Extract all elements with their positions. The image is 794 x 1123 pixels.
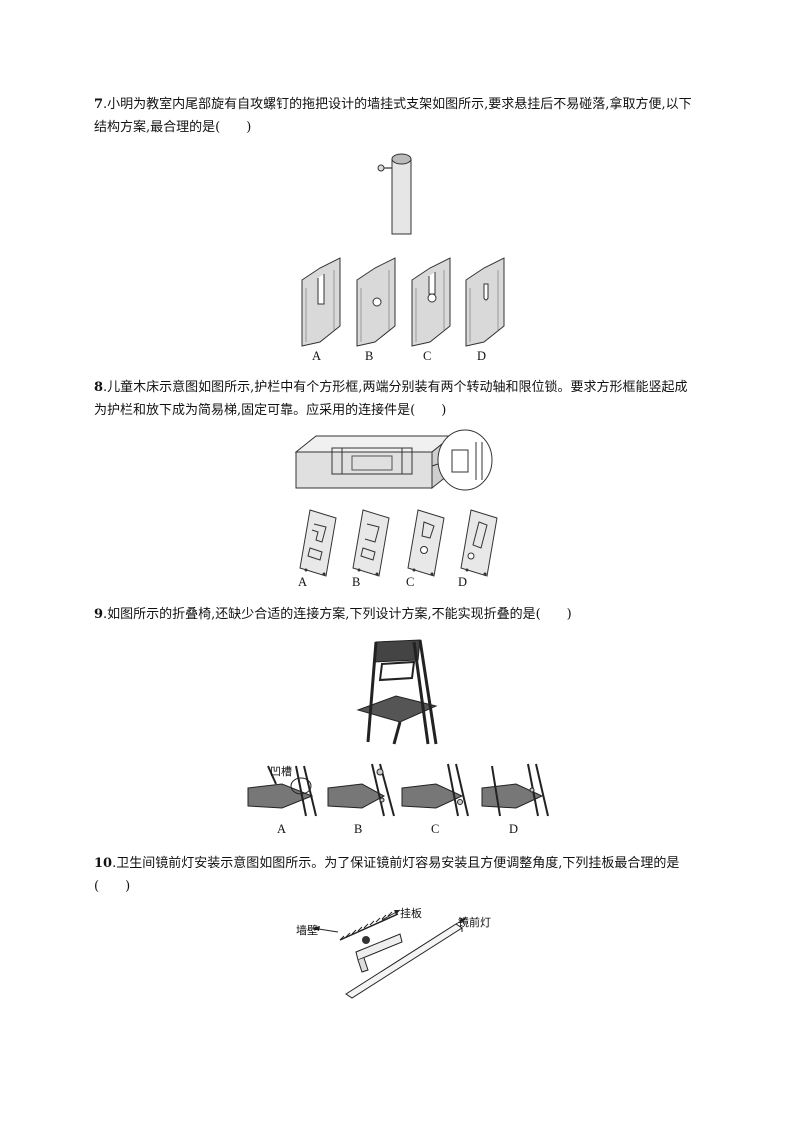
option-label-c: C: [423, 349, 432, 363]
option-label-d: D: [458, 575, 468, 589]
question-8: 8.儿童木床示意图如图所示,护栏中有个方形框,两端分别装有两个转动轴和限位锁。要…: [94, 376, 694, 422]
connector-option-a: [299, 509, 337, 577]
option-label-d: D: [477, 349, 487, 363]
bracket-option-b: [356, 257, 396, 347]
folding-chair-figure: [356, 639, 438, 745]
callout-lamp: 镜前灯: [458, 916, 491, 929]
question-text: .如图所示的折叠椅,还缺少合适的连接方案,下列设计方案,不能实现折叠的是( ): [103, 607, 572, 622]
question-number: 9: [94, 607, 104, 622]
bracket-option-d: [465, 257, 505, 347]
connector-option-d: [460, 509, 498, 577]
question-number: 8: [94, 380, 104, 395]
option-label-b: B: [352, 575, 361, 589]
question-number: 10: [94, 856, 113, 871]
callout-wall: 墙壁: [296, 924, 318, 937]
question-10: 10.卫生间镜前灯安装示意图如图所示。为了保证镜前灯容易安装且方便调整角度,下列…: [94, 852, 694, 898]
bracket-option-a: [301, 257, 341, 347]
mop-pole-figure: [377, 153, 412, 235]
option-label-a: A: [277, 822, 287, 836]
option-label-a: A: [312, 349, 322, 363]
question-7: 7.小明为教室内尾部旋有自攻螺钉的拖把设计的墙挂式支架如图所示,要求悬挂后不易碰…: [94, 93, 694, 139]
option-label-a: A: [298, 575, 308, 589]
chair-option-c: [401, 763, 469, 817]
option-label-d: D: [509, 822, 519, 836]
question-number: 7: [94, 97, 104, 112]
chair-option-d: [481, 763, 549, 817]
option-label-c: C: [431, 822, 440, 836]
connector-option-c: [407, 509, 445, 577]
chair-option-b: [327, 763, 395, 817]
option-label-b: B: [354, 822, 363, 836]
question-text: .卫生间镜前灯安装示意图如图所示。为了保证镜前灯容易安装且方便调整角度,下列挂板…: [94, 856, 680, 894]
callout-groove: 凹槽: [270, 765, 292, 778]
option-label-b: B: [365, 349, 374, 363]
question-9: 9.如图所示的折叠椅,还缺少合适的连接方案,下列设计方案,不能实现折叠的是( ): [94, 603, 694, 626]
connector-option-b: [352, 509, 390, 577]
bracket-option-c: [411, 257, 451, 347]
callout-plate: 挂板: [400, 907, 422, 920]
question-text: .小明为教室内尾部旋有自攻螺钉的拖把设计的墙挂式支架如图所示,要求悬挂后不易碰落…: [94, 97, 692, 135]
bed-figure: [294, 429, 493, 491]
mirror-lamp-figure: [311, 909, 467, 999]
chair-option-a: [247, 765, 317, 817]
option-label-c: C: [406, 575, 415, 589]
question-text: .儿童木床示意图如图所示,护栏中有个方形框,两端分别装有两个转动轴和限位锁。要求…: [94, 380, 688, 418]
